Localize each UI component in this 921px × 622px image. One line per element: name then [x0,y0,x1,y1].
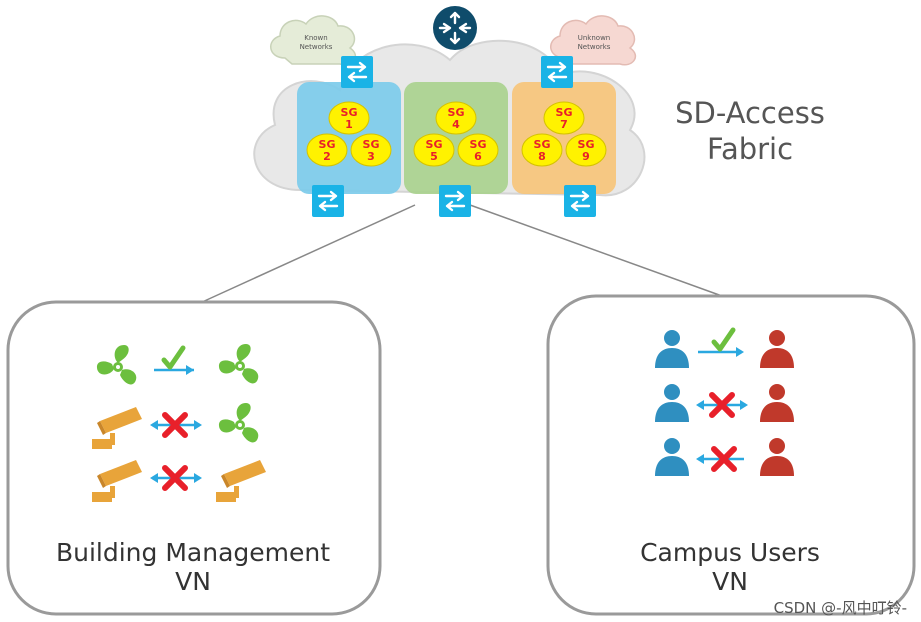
unknown-networks-cloud: Unknown Networks [550,15,637,66]
known-networks-label-1: Known [304,34,327,42]
security-group-7 [543,101,585,135]
security-group-label: SG [426,138,443,151]
security-group-label: SG [319,138,336,151]
security-group-label: SG [341,106,358,119]
campus-users-vn: VN [712,567,748,596]
security-group-number: 2 [323,150,331,163]
building-management-label: Building Management VN [28,538,358,596]
switch-icon-bottom-center [437,183,473,219]
security-group-label: SG [534,138,551,151]
switch-icon-top-right [539,54,575,90]
security-group-1 [328,101,370,135]
security-group-9 [565,133,607,167]
campus-users-title: Campus Users [640,538,820,567]
security-group-5 [413,133,455,167]
unknown-networks-label-1: Unknown [578,34,611,42]
building-management-vn: VN [175,567,211,596]
link-line-building [199,204,416,304]
building-policy-row-3 [92,460,266,502]
building-management-vn-box [6,300,382,616]
building-policy-row-2 [92,403,259,449]
campus-users-label: Campus Users VN [570,538,890,596]
fabric-title-line1: SD-Access [675,96,825,130]
security-group-number: 3 [367,150,375,163]
security-group-number: 8 [538,150,546,163]
fabric-title-line2: Fabric [706,132,794,166]
switch-icon-top-left [339,54,375,90]
security-group-6 [457,133,499,167]
security-group-4 [435,101,477,135]
watermark: CSDN @-风中叮铃- [773,599,907,617]
security-group-number: 6 [474,150,482,163]
campus-policy-row-3 [655,438,794,476]
security-group-label: SG [578,138,595,151]
campus-policy-row-1 [655,330,794,368]
security-group-label: SG [448,106,465,119]
unknown-networks-label-2: Networks [578,43,611,51]
vn-panel-green [404,82,508,194]
security-group-2 [306,133,348,167]
building-policy-row-1 [96,344,259,385]
building-management-title: Building Management [55,538,331,567]
switch-icon-bottom-right [562,183,598,219]
known-networks-cloud: Known Networks [270,15,357,66]
security-group-label: SG [556,106,573,119]
security-group-number: 5 [430,150,438,163]
security-group-8 [521,133,563,167]
security-group-number: 4 [452,118,460,131]
security-group-number: 7 [560,118,568,131]
security-group-label: SG [363,138,380,151]
security-group-number: 9 [582,150,590,163]
vn-panel-orange [512,82,616,194]
router-icon [433,6,477,50]
security-group-label: SG [470,138,487,151]
vn-panel-blue [297,82,401,194]
campus-policy-row-2 [655,384,794,422]
switch-icon-bottom-left [310,183,346,219]
security-group-number: 1 [345,118,353,131]
link-line-campus [469,204,723,297]
security-group-3 [350,133,392,167]
known-networks-label-2: Networks [300,43,333,51]
